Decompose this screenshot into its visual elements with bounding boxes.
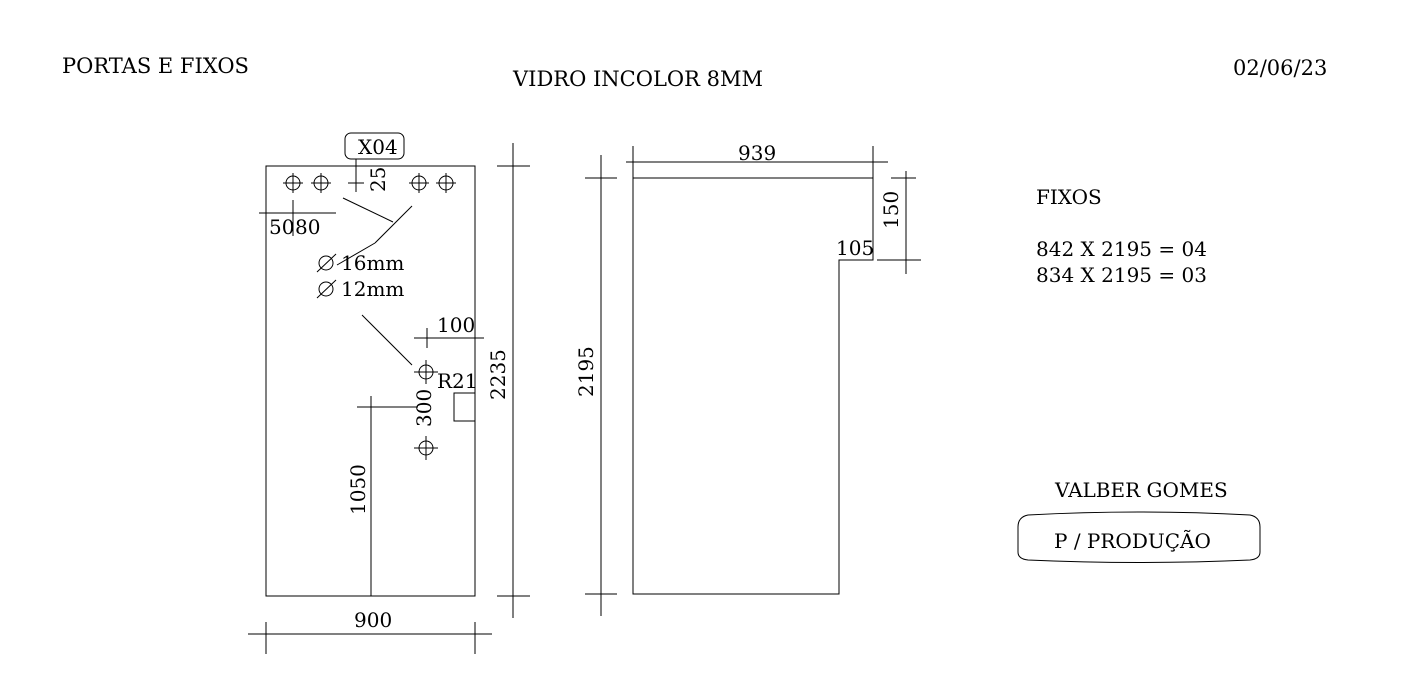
fixed-section-title: FIXOS — [1036, 185, 1102, 209]
handle-notch — [453, 392, 475, 422]
hinge-hole — [409, 173, 429, 193]
fixed-panel: 939 150 105 2195 — [574, 141, 921, 616]
hinge-hole — [283, 173, 303, 193]
dim-150: 150 — [879, 191, 903, 229]
hole-12: 12mm — [341, 277, 404, 301]
diameter-12-label: 12mm — [316, 277, 404, 301]
lock-hole — [414, 436, 438, 460]
dim-300: 300 — [412, 389, 436, 427]
dim-1050: 1050 — [346, 464, 370, 515]
dim-80: 80 — [295, 215, 320, 239]
dim-door-width: 900 — [354, 608, 392, 632]
dim-100: 100 — [437, 313, 475, 337]
dim-top-offset: 25 — [366, 167, 390, 192]
author-name: VALBER GOMES — [1054, 478, 1228, 502]
door-tag: X04 — [358, 135, 398, 159]
hinge-hole — [436, 173, 456, 193]
radius-label: R21 — [437, 369, 478, 393]
lock-hole — [414, 360, 438, 384]
dim-105: 105 — [836, 236, 874, 260]
diameter-16-label: 16mm — [316, 251, 404, 275]
fixed-line-1: 842 X 2195 = 04 — [1036, 237, 1207, 261]
door-panel: X04 25 50 80 16mm — [248, 132, 530, 654]
production-badge-outline — [1017, 511, 1261, 563]
glass-spec: VIDRO INCOLOR 8MM — [512, 67, 763, 91]
dim-fixed-width: 939 — [738, 141, 776, 165]
header-title: PORTAS E FIXOS — [62, 54, 249, 78]
hole-16: 16mm — [341, 251, 404, 275]
hinge-hole — [311, 173, 331, 193]
production-badge: P / PRODUÇÃO — [1054, 529, 1211, 553]
dim-50: 50 — [269, 215, 294, 239]
dim-door-height: 2235 — [486, 349, 510, 400]
door-tag-box — [344, 132, 405, 160]
drawing-date: 02/06/23 — [1233, 56, 1327, 80]
fixed-line-2: 834 X 2195 = 03 — [1036, 263, 1207, 287]
dim-fixed-height: 2195 — [574, 346, 598, 397]
